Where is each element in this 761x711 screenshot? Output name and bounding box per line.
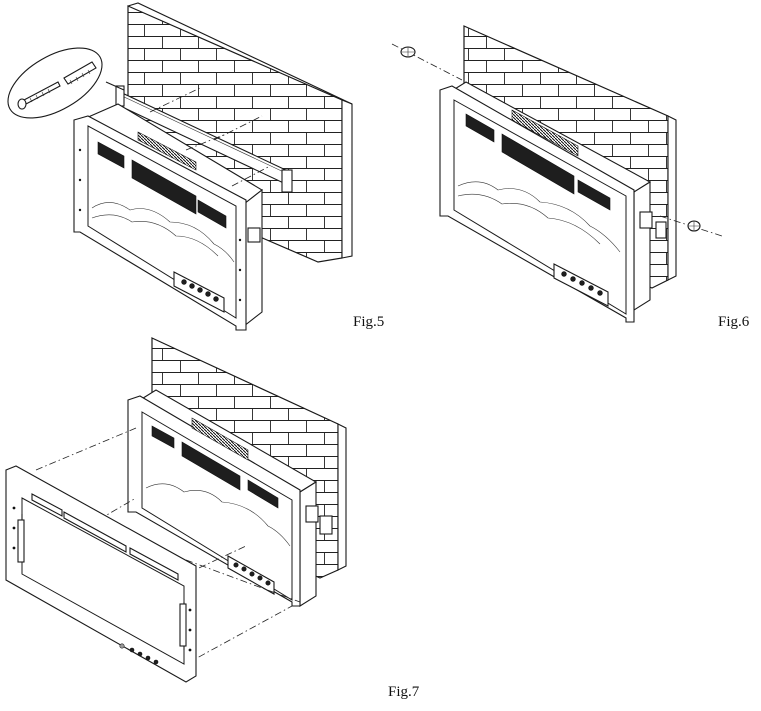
- fig6-label: Fig.6: [718, 314, 750, 330]
- fig7-label: Fig.7: [388, 684, 420, 700]
- fig5-anchor-screw-inset: [7, 47, 125, 119]
- fig6-drawing: [391, 25, 723, 323]
- fig5-fireplace-unit: [73, 103, 263, 331]
- fig7-trim-frame: [5, 465, 197, 683]
- fig6-mounting-screws: [391, 43, 723, 239]
- fig5-drawing: [7, 2, 353, 331]
- fig5-label: Fig.5: [353, 314, 385, 330]
- fig6-fireplace-unit: [439, 81, 653, 323]
- fig5-mounting-bracket: [115, 85, 293, 193]
- fig7-drawing: [5, 337, 347, 683]
